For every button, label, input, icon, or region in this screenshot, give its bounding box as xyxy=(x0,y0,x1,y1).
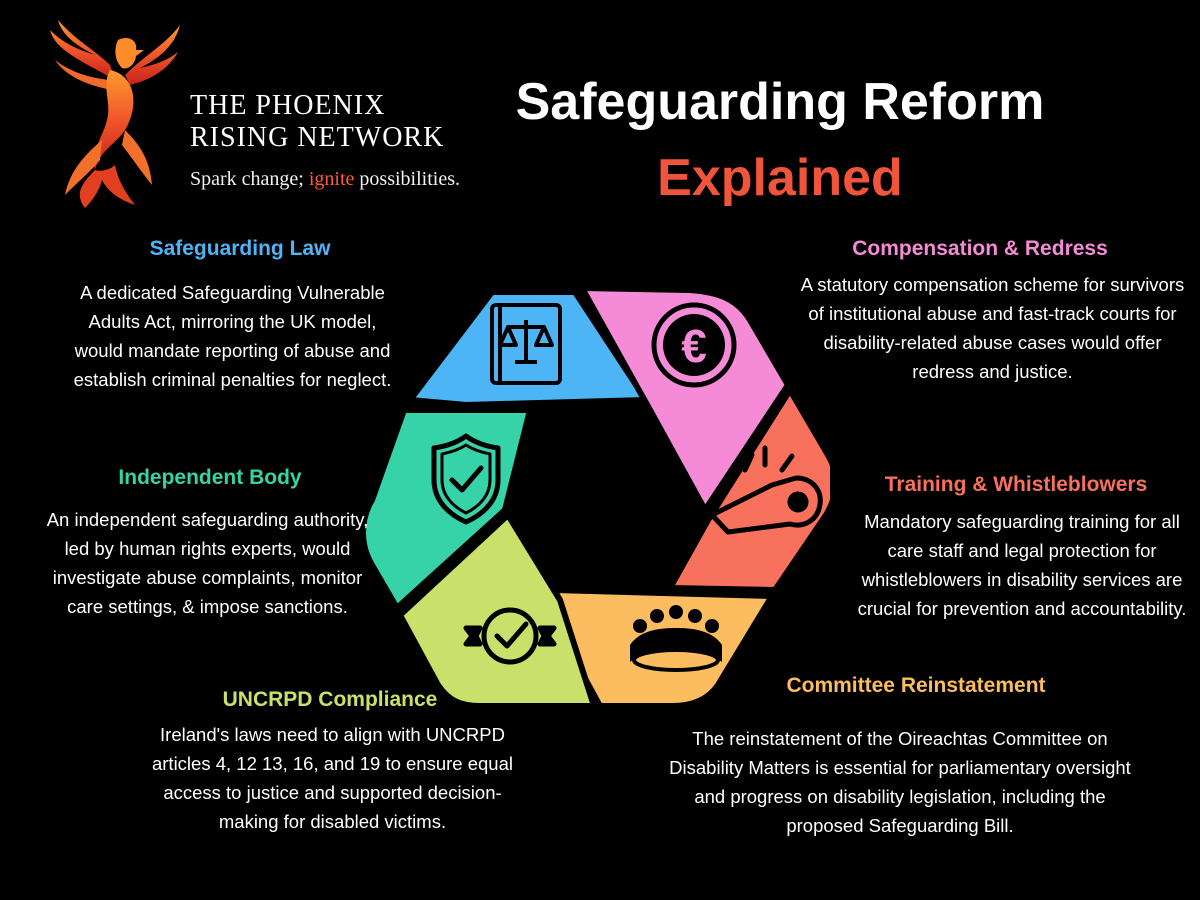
reform-cycle-diagram: € xyxy=(360,285,830,709)
heading-training: Training & Whistleblowers xyxy=(884,473,1148,496)
segment-uncrpd xyxy=(397,512,597,709)
text-independent-body: An independent safeguarding authority, l… xyxy=(46,509,369,617)
heading-independent-body: Independent Body xyxy=(118,466,302,489)
tagline-highlight: ignite xyxy=(308,168,355,190)
law-book-icon xyxy=(490,303,562,385)
heading-committee: Committee Reinstatement xyxy=(786,674,1046,697)
committee-table-icon xyxy=(630,605,722,672)
heading-safeguarding-law: Safeguarding Law xyxy=(149,237,331,260)
page-title: Safeguarding Reform xyxy=(515,73,1045,131)
logo-line-2: RISING NETWORK xyxy=(190,122,445,153)
logo-line-1: THE PHOENIX xyxy=(190,90,386,121)
segment-compensation xyxy=(579,285,791,513)
euro-coin-icon: € xyxy=(651,302,737,388)
text-training: Mandatory safeguarding training for all … xyxy=(857,511,1187,619)
text-compensation: A statutory compensation scheme for surv… xyxy=(800,274,1185,382)
svg-text:€: € xyxy=(681,320,707,372)
heading-uncrpd: UNCRPD Compliance xyxy=(222,688,438,711)
text-uncrpd: Ireland's laws need to align with UNCRPD… xyxy=(151,724,513,832)
check-badge-icon xyxy=(463,607,557,665)
tagline-end: possibilities. xyxy=(354,168,460,190)
tagline-start: Spark change; xyxy=(190,168,309,190)
text-committee: The reinstatement of the Oireachtas Comm… xyxy=(669,728,1131,836)
phoenix-bird-icon xyxy=(50,20,180,208)
segment-training xyxy=(667,387,830,593)
whistle-icon xyxy=(709,445,823,535)
text-safeguarding-law: A dedicated Safeguarding Vulnerable Adul… xyxy=(73,282,392,390)
phoenix-logo: THE PHOENIX RISING NETWORK Spark change;… xyxy=(40,20,510,210)
heading-compensation: Compensation & Redress xyxy=(852,237,1108,260)
logo-tagline: Spark change; ignite possibilities. xyxy=(190,168,460,191)
page-subtitle: Explained xyxy=(657,149,903,207)
shield-check-icon xyxy=(431,433,501,525)
